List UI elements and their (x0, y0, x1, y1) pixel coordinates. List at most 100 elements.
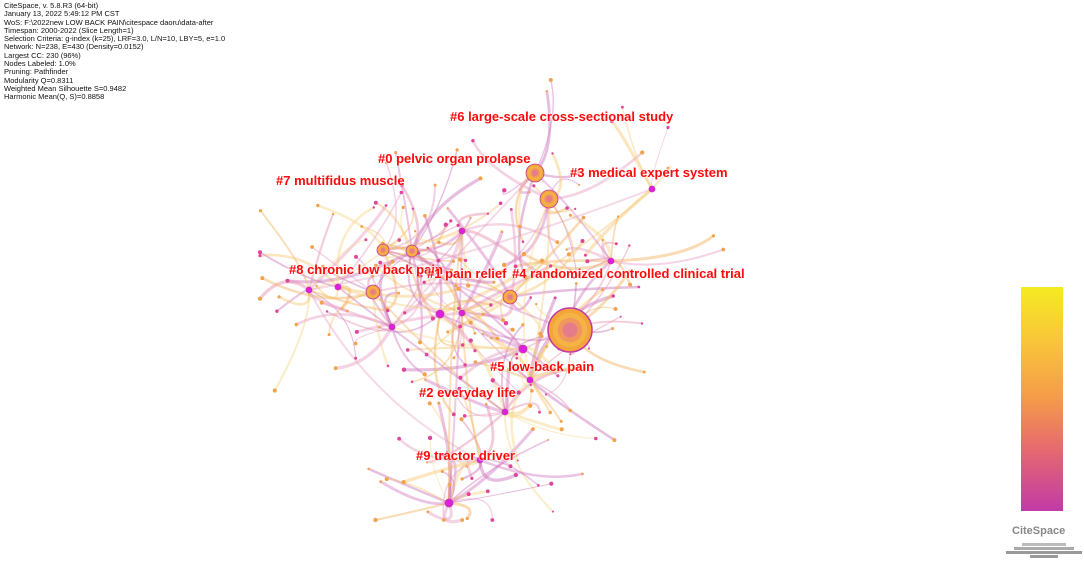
network-node[interactable] (457, 306, 461, 311)
cluster-label-3[interactable]: #3 medical expert system (570, 165, 728, 180)
network-node[interactable] (492, 280, 496, 284)
network-node[interactable] (489, 303, 493, 307)
network-node[interactable] (451, 259, 455, 263)
network-node[interactable] (478, 176, 483, 181)
network-node[interactable] (424, 352, 429, 357)
network-node[interactable] (455, 148, 459, 152)
network-node[interactable] (463, 363, 467, 367)
network-node[interactable] (390, 259, 395, 264)
network-node[interactable] (437, 401, 441, 405)
network-node[interactable] (325, 310, 329, 313)
cluster-label-4[interactable]: #4 randomized controlled clinical trial (512, 266, 745, 281)
network-node[interactable] (574, 282, 578, 285)
network-node[interactable] (399, 182, 404, 187)
network-node[interactable] (456, 286, 461, 291)
network-node[interactable] (457, 386, 462, 391)
network-node[interactable] (401, 205, 405, 210)
hub-node[interactable] (607, 257, 615, 265)
network-node[interactable] (426, 246, 429, 249)
network-node[interactable] (465, 465, 468, 468)
network-node[interactable] (640, 322, 644, 325)
network-node[interactable] (384, 477, 389, 482)
network-node[interactable] (473, 349, 477, 353)
network-node[interactable] (394, 151, 398, 154)
network-node[interactable] (463, 258, 468, 263)
network-node[interactable] (500, 230, 504, 233)
network-node[interactable] (310, 245, 314, 249)
network-node[interactable] (495, 336, 500, 341)
network-node[interactable] (410, 380, 414, 384)
network-node[interactable] (609, 119, 614, 124)
network-node[interactable] (568, 408, 572, 413)
network-node[interactable] (423, 214, 427, 218)
cluster-label-2[interactable]: #2 everyday life (419, 385, 516, 400)
cluster-label-5[interactable]: #5 low-back pain (490, 359, 595, 374)
network-node[interactable] (379, 480, 382, 483)
network-node[interactable] (399, 190, 403, 195)
network-node[interactable] (556, 374, 560, 378)
network-node[interactable] (601, 288, 604, 292)
network-node[interactable] (574, 207, 577, 210)
network-node[interactable] (513, 472, 519, 478)
cluster-label-8[interactable]: #8 chronic low back pain (289, 262, 443, 277)
network-node[interactable] (666, 125, 670, 130)
network-node[interactable] (628, 244, 631, 247)
network-node[interactable] (397, 436, 401, 441)
network-node[interactable] (468, 320, 473, 325)
network-node[interactable] (531, 427, 535, 431)
network-node[interactable] (552, 367, 556, 371)
network-node[interactable] (257, 296, 263, 301)
network-node[interactable] (373, 517, 378, 523)
network-node[interactable] (518, 224, 522, 229)
network-node[interactable] (315, 285, 318, 288)
network-node[interactable] (316, 203, 320, 208)
network-node[interactable] (442, 518, 446, 522)
network-node[interactable] (427, 435, 433, 441)
cluster-label-0[interactable]: #0 pelvic organ prolapse (378, 151, 531, 166)
network-node[interactable] (354, 356, 358, 360)
network-node[interactable] (462, 414, 467, 418)
network-node[interactable] (547, 438, 550, 441)
network-node[interactable] (575, 274, 579, 277)
network-node[interactable] (321, 264, 325, 268)
network-node[interactable] (386, 308, 390, 313)
network-node[interactable] (509, 208, 513, 211)
network-node[interactable] (460, 518, 465, 522)
network-node[interactable] (628, 282, 633, 287)
network-node[interactable] (711, 234, 716, 238)
network-node[interactable] (513, 264, 518, 269)
hub-node[interactable] (334, 283, 342, 291)
network-node[interactable] (490, 518, 495, 522)
network-node[interactable] (386, 364, 390, 368)
network-node[interactable] (426, 268, 429, 272)
network-node[interactable] (585, 259, 590, 264)
network-node[interactable] (523, 275, 528, 280)
network-node[interactable] (277, 295, 281, 299)
network-node[interactable] (548, 410, 552, 415)
network-node[interactable] (521, 323, 525, 327)
network-node[interactable] (440, 470, 444, 473)
network-node[interactable] (612, 438, 617, 443)
network-node[interactable] (294, 322, 298, 327)
network-node[interactable] (498, 201, 503, 206)
network-node[interactable] (354, 329, 359, 334)
network-node[interactable] (516, 459, 519, 462)
network-node[interactable] (473, 331, 477, 335)
network-node[interactable] (580, 239, 585, 243)
network-node[interactable] (397, 238, 402, 242)
network-node[interactable] (430, 316, 435, 321)
network-node[interactable] (378, 260, 383, 265)
network-node[interactable] (611, 327, 615, 330)
network-node[interactable] (529, 383, 532, 387)
network-node[interactable] (628, 269, 631, 272)
network-node[interactable] (642, 370, 646, 374)
hub-node[interactable] (405, 244, 419, 258)
hub-node[interactable] (388, 323, 396, 331)
network-node[interactable] (565, 206, 569, 210)
network-node[interactable] (490, 378, 495, 383)
network-node[interactable] (340, 307, 343, 310)
network-node[interactable] (466, 283, 471, 288)
network-node[interactable] (378, 326, 381, 329)
network-node[interactable] (577, 183, 581, 186)
network-node[interactable] (552, 510, 554, 513)
